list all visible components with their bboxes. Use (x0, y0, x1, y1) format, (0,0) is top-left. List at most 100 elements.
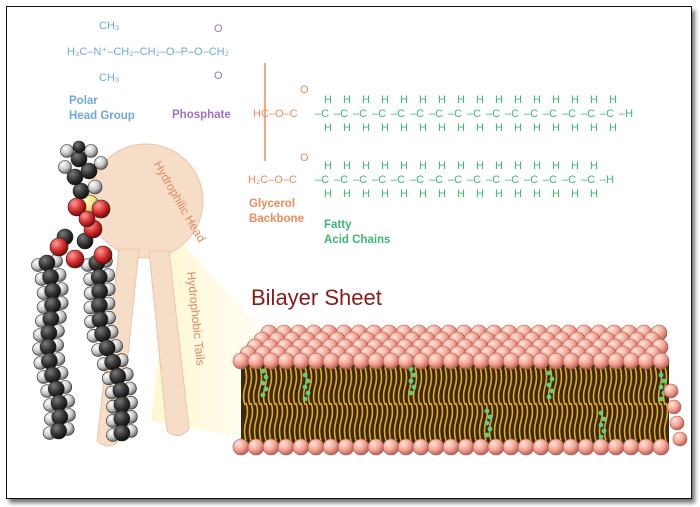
lipid-tail (438, 402, 444, 442)
cholesterol-bead (305, 378, 311, 384)
lipid-tail (442, 366, 448, 406)
lipid-tail (398, 402, 404, 442)
lipid-head (532, 438, 550, 456)
hydrogen-atom: H (400, 94, 408, 106)
carbon-atom: –C (391, 174, 406, 186)
hydrogen-atom: H (381, 160, 389, 172)
row2-carbonyl-o: O (300, 152, 309, 164)
lipid-tail (622, 366, 628, 406)
lipid-head (322, 438, 340, 456)
hydrogen-atom: H (457, 94, 465, 106)
lipid-tail (607, 366, 613, 406)
carbon-sphere (109, 368, 127, 385)
hydrogen-atom: H (476, 188, 484, 200)
lipid-tail (517, 366, 523, 406)
lipid-tail (487, 366, 493, 406)
carbon-sphere (91, 297, 108, 314)
carbon-sphere (91, 311, 109, 328)
lipid-tail (502, 366, 508, 406)
lipid-tail (268, 402, 274, 442)
lipid-head (472, 352, 490, 370)
lipid-tail (623, 402, 629, 442)
hydrogen-atom: H (590, 122, 598, 134)
lipid-tail (313, 402, 319, 442)
lipid-tail (537, 366, 543, 406)
carbon-sphere (112, 382, 130, 399)
lipid-tail (447, 366, 453, 406)
carbon-atom: –C (467, 174, 482, 186)
lipid-tail (618, 402, 624, 442)
lipid-tail (602, 366, 608, 406)
hydrogen-atom: H (343, 94, 351, 106)
carbon-atom: –C (372, 108, 387, 120)
hydrogen-sphere (58, 160, 72, 174)
carbon-atom: –C (410, 174, 425, 186)
hydrogen-atom: H (533, 122, 541, 134)
glycerol-label: Glycerol Backbone (249, 198, 304, 225)
lipid-head (232, 352, 250, 370)
lipid-tail (267, 366, 273, 406)
lipid-tail (592, 366, 598, 406)
hydrogen-atom: H (457, 122, 465, 134)
lipid-tail (317, 366, 323, 406)
methyl-bottom: CH₃ (99, 72, 120, 84)
carbon-atom: –C (467, 108, 482, 120)
lipid-head (652, 352, 670, 370)
lipid-tail (418, 402, 424, 442)
lipid-tail (627, 366, 633, 406)
cholesterol-bead (302, 384, 308, 390)
lipid-head (442, 352, 460, 370)
carbon-atom: –C (353, 174, 368, 186)
phosphate-o-bottom: O (214, 70, 223, 82)
lipid-tail (243, 402, 249, 442)
lipid-tail (477, 366, 483, 406)
lipid-tail (637, 366, 643, 406)
lipid-tail (407, 366, 413, 406)
hydrogen-atom: H (324, 188, 332, 200)
lipid-tail (508, 402, 514, 442)
lipid-tail (577, 366, 583, 406)
lipid-head (502, 438, 520, 456)
cholesterol-bead (263, 374, 269, 380)
fatty-acid-label: Fatty Acid Chains (324, 219, 391, 246)
lipid-tail (287, 366, 293, 406)
lipid-tail (242, 366, 248, 406)
lipid-head (663, 383, 679, 399)
lipid-tail (597, 366, 603, 406)
cholesterol-bead (260, 392, 266, 398)
oxygen-sphere (49, 237, 69, 257)
hydrogen-atom: H (419, 160, 427, 172)
lipid-head (622, 352, 640, 370)
lipid-tail (613, 402, 619, 442)
lipid-tail (328, 402, 334, 442)
hydrogen-atom: H (571, 160, 579, 172)
carbon-sphere (66, 168, 84, 186)
lipid-tail (583, 402, 589, 442)
carbon-sphere (98, 339, 116, 357)
lipid-tail (423, 402, 429, 442)
hydrogen-atom: H (533, 188, 541, 200)
carbon-atom: –C (353, 108, 368, 120)
lipid-tail (582, 366, 588, 406)
phospholipid-diagram (31, 63, 688, 456)
lipid-tail (372, 366, 378, 406)
lipid-tail (653, 402, 659, 442)
hydrogen-atom: H (571, 94, 579, 106)
lipid-tail (543, 402, 549, 442)
lipid-head (487, 438, 505, 456)
lipid-tail (397, 366, 403, 406)
lipid-tail (587, 366, 593, 406)
terminal-hydrogen: –H (600, 174, 615, 186)
lipid-tail (458, 402, 464, 442)
carbon-atom: –C (581, 174, 596, 186)
polar-head-label: Polar Head Group (69, 95, 135, 122)
lipid-tail (318, 402, 324, 442)
carbon-atom: –C (448, 174, 463, 186)
carbon-sphere (42, 268, 59, 286)
lipid-tail (297, 366, 303, 406)
lipid-tail (478, 402, 484, 442)
lipid-head (337, 352, 355, 370)
lipid-tail (532, 366, 538, 406)
lipid-tail (273, 402, 279, 442)
hydrogen-atom: H (438, 188, 446, 200)
